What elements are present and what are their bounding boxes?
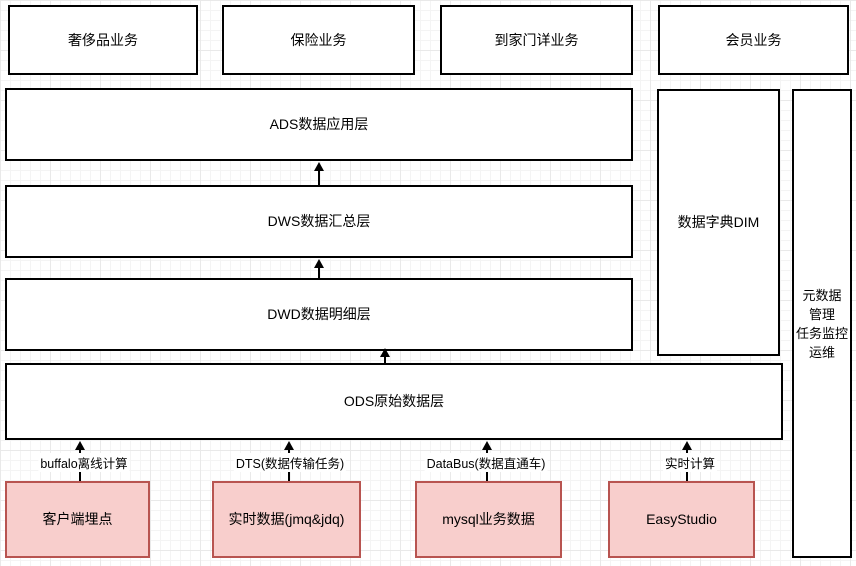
arrowhead-up-icon (284, 441, 294, 450)
node-ads-layer: ADS数据应用层 (5, 88, 633, 161)
node-label: mysql业务数据 (442, 511, 535, 528)
node-dws-layer: DWS数据汇总层 (5, 185, 633, 258)
node-label: 客户端埋点 (42, 511, 113, 528)
arrow-shaft (318, 264, 320, 278)
edge-label-buffalo-offline: buffalo离线计算 (38, 453, 130, 472)
node-label: ODS原始数据层 (343, 393, 445, 410)
arrow-shaft (318, 167, 320, 185)
node-label: DWD数据明细层 (267, 306, 371, 323)
node-ods-layer: ODS原始数据层 (5, 363, 783, 440)
arrow-dwd-to-dws (312, 259, 326, 278)
node-realtime-data: 实时数据(jmq&jdq) (212, 481, 361, 558)
arrow-dws-to-ads (312, 162, 326, 185)
node-label: 元数据 管理 任务监控 运维 (796, 286, 848, 362)
arrowhead-up-icon (314, 259, 324, 268)
meta-line: 任务监控 (795, 325, 848, 341)
edge-label-dts: DTS(数据传输任务) (233, 453, 347, 472)
arrowhead-up-icon (380, 348, 390, 357)
arrowhead-up-icon (682, 441, 692, 450)
edge-label-realtime-compute: 实时计算 (662, 453, 718, 472)
node-data-dictionary-dim: 数据字典DIM (657, 89, 780, 356)
node-member-business: 会员业务 (658, 5, 849, 75)
meta-line: 运维 (808, 344, 835, 360)
node-daojia-business: 到家门详业务 (440, 5, 633, 75)
node-label: 会员业务 (725, 31, 782, 48)
meta-line: 管理 (808, 306, 835, 322)
arrowhead-up-icon (314, 162, 324, 171)
arrow-ods-to-dwd (378, 348, 392, 363)
node-client-tracking: 客户端埋点 (5, 481, 150, 558)
node-insurance-business: 保险业务 (222, 5, 415, 75)
node-label: 数据字典DIM (677, 214, 760, 231)
node-label: 保险业务 (290, 31, 347, 48)
node-luxury-business: 奢侈品业务 (8, 5, 198, 75)
arrowhead-up-icon (482, 441, 492, 450)
edge-label-databus: DataBus(数据直通车) (424, 453, 548, 472)
node-metadata-management: 元数据 管理 任务监控 运维 (792, 89, 852, 558)
node-dwd-layer: DWD数据明细层 (5, 278, 633, 351)
arrowhead-up-icon (75, 441, 85, 450)
node-easystudio: EasyStudio (608, 481, 755, 558)
node-label: ADS数据应用层 (269, 116, 369, 133)
node-label: 到家门详业务 (494, 31, 579, 48)
arrow-shaft (384, 353, 386, 363)
node-label: 奢侈品业务 (68, 31, 138, 48)
node-label: EasyStudio (646, 511, 717, 528)
node-label: DWS数据汇总层 (267, 213, 371, 230)
meta-line: 元数据 (802, 287, 842, 303)
node-label: 实时数据(jmq&jdq) (228, 511, 345, 528)
node-mysql-data: mysql业务数据 (415, 481, 562, 558)
